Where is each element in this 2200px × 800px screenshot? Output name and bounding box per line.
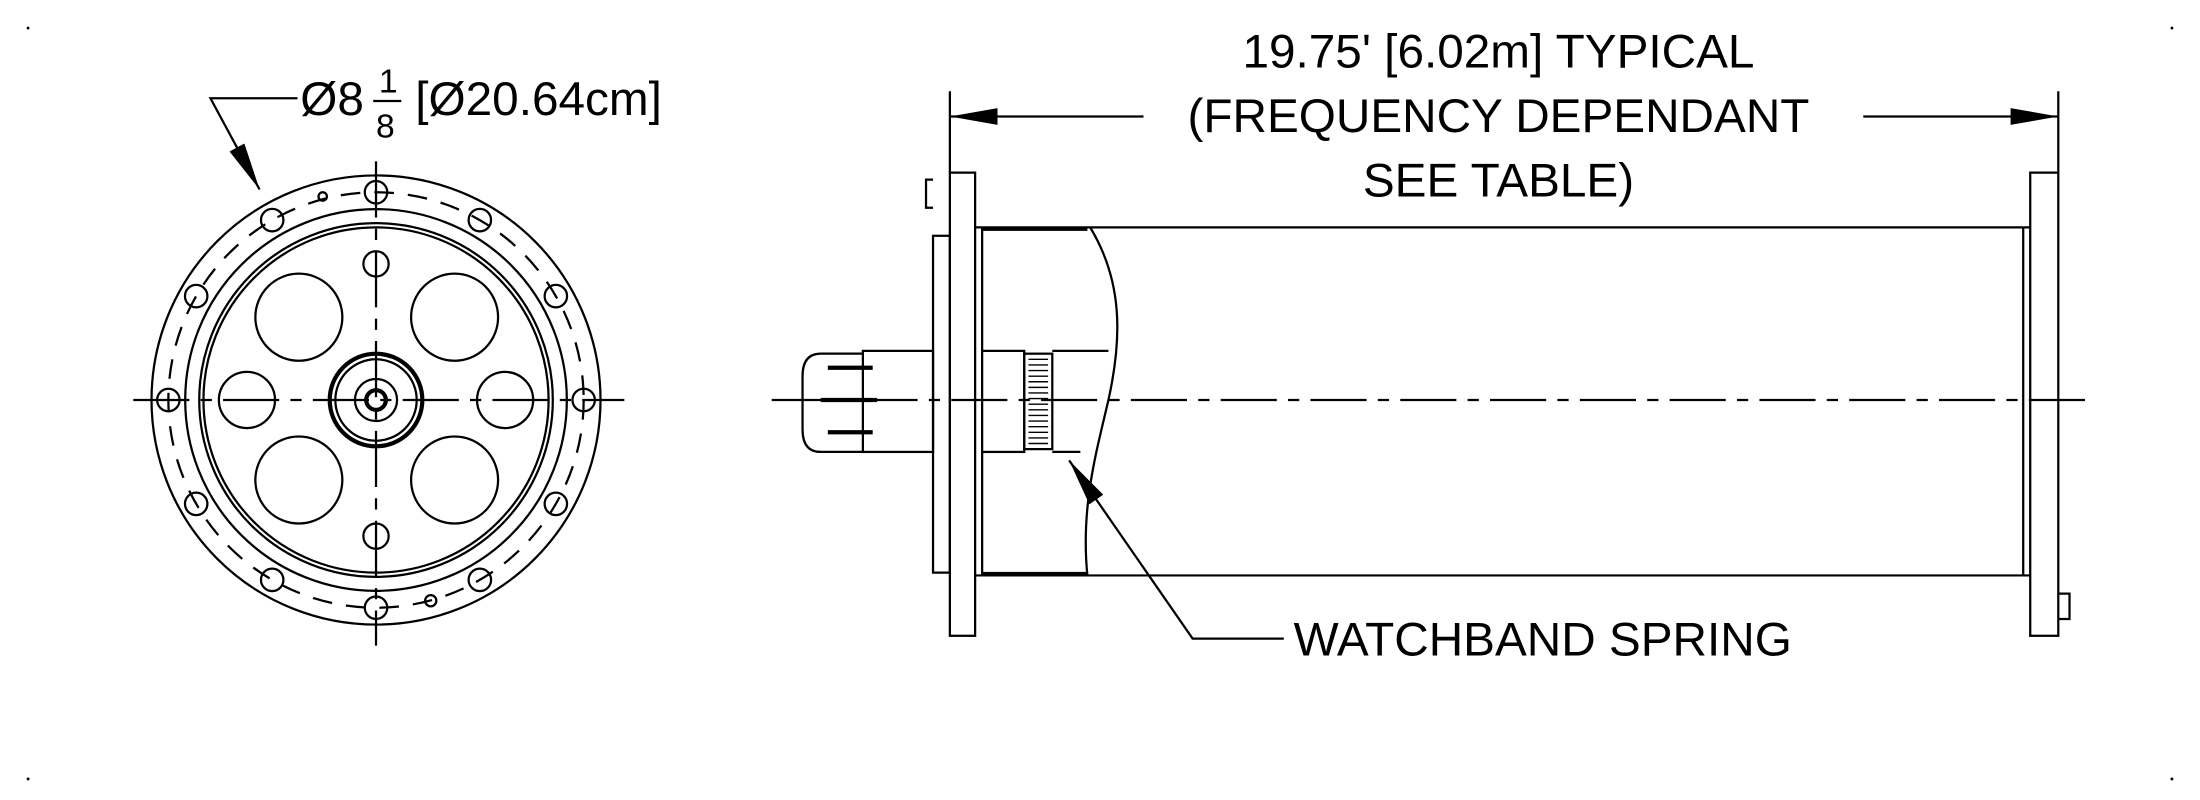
bolt-hole xyxy=(467,207,493,233)
watchband-spring xyxy=(1023,352,1054,451)
bolt-hole xyxy=(467,567,493,593)
spring-label: WATCHBAND SPRING xyxy=(1294,613,1792,666)
connector-nose xyxy=(801,352,863,454)
spring-leader xyxy=(1068,459,1284,640)
port-hole xyxy=(409,272,500,362)
end-view: Ø8 1 8 [Ø20.64cm] xyxy=(133,64,662,646)
fraction-denominator: 8 xyxy=(376,109,395,146)
corner-marks xyxy=(26,26,2174,781)
bolt-hole xyxy=(543,491,569,517)
bolt-hole xyxy=(259,207,285,233)
diameter-leader xyxy=(208,97,298,191)
length-dimension: 19.75' [6.02m] TYPICAL xyxy=(1242,25,1754,78)
bolt-hole xyxy=(259,567,285,593)
port-hole xyxy=(409,435,500,525)
port-hole xyxy=(254,272,344,362)
bolt-hole xyxy=(543,283,569,309)
bolt-hole xyxy=(183,283,209,309)
bolt-hole xyxy=(183,491,209,517)
bolt-holes xyxy=(156,179,597,621)
pin-stub xyxy=(924,178,934,209)
inner-collar xyxy=(981,349,1026,454)
length-note-2: SEE TABLE) xyxy=(1363,154,1634,207)
pin-hole xyxy=(424,593,438,608)
fraction-numerator: 1 xyxy=(379,64,398,101)
side-view: 19.75' [6.02m] TYPICAL (FREQUENCY DEPEND… xyxy=(771,25,2091,666)
pin-stub xyxy=(2058,592,2071,621)
left-flange xyxy=(948,171,977,637)
length-note: (FREQUENCY DEPENDANT xyxy=(1188,90,1810,143)
port-hole xyxy=(254,435,344,525)
diameter-metric: [Ø20.64cm] xyxy=(415,73,662,126)
right-flange xyxy=(2029,171,2060,637)
diameter-prefix: Ø8 xyxy=(300,73,364,126)
pin-hole xyxy=(317,191,329,202)
end-plate-side xyxy=(931,234,951,574)
spring-hatch xyxy=(1028,358,1049,445)
